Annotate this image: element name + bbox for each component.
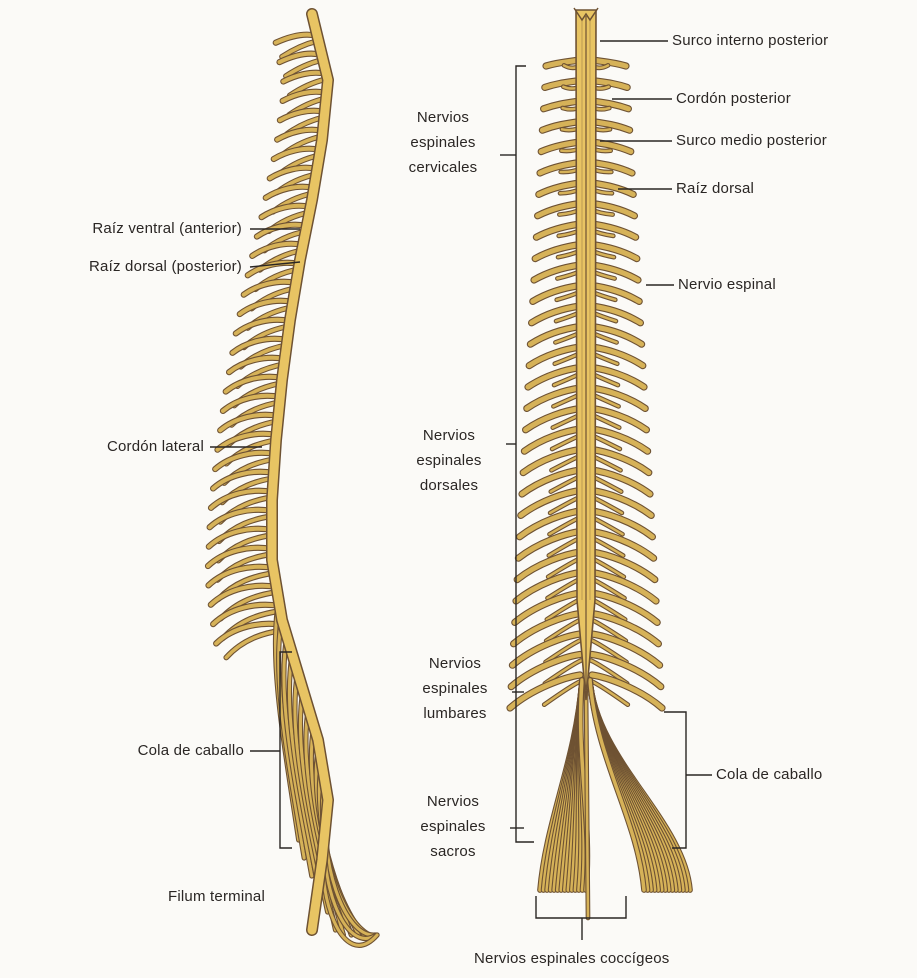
lumbares-line-2: espinales [400,676,510,701]
sacros-line-1: Nervios [398,789,508,814]
label-cordon-lateral: Cordón lateral [30,434,204,459]
label-nervios-sacros: Nervios espinales sacros [398,789,508,864]
label-cola-caballo-posterior: Cola de caballo [716,762,822,787]
label-raiz-ventral: Raíz ventral (anterior) [10,216,242,241]
sacros-line-3: sacros [398,839,508,864]
dorsales-line-3: dorsales [394,473,504,498]
dorsales-line-2: espinales [394,448,504,473]
bracket-coccigeos [536,896,626,918]
label-surco-medio-posterior: Surco medio posterior [676,128,827,153]
lateral-view-spinal-cord [208,14,377,945]
label-nervios-dorsales: Nervios espinales dorsales [394,423,504,498]
cervicales-line-1: Nervios [388,105,498,130]
dorsales-line-1: Nervios [394,423,504,448]
label-nervios-lumbares: Nervios espinales lumbares [400,651,510,726]
label-raiz-dorsal-lateral: Raíz dorsal (posterior) [10,254,242,279]
label-cordon-posterior: Cordón posterior [676,86,791,111]
posterior-view-spinal-cord [510,8,690,918]
lumbares-line-3: lumbares [400,701,510,726]
label-nervio-espinal: Nervio espinal [678,272,776,297]
label-cola-caballo-lateral: Cola de caballo [60,738,244,763]
cervicales-line-2: espinales [388,130,498,155]
label-surco-interno-posterior: Surco interno posterior [672,28,828,53]
sacros-line-2: espinales [398,814,508,839]
label-nervios-cervicales: Nervios espinales cervicales [388,105,498,180]
label-filum-terminal: Filum terminal [168,884,265,909]
cervicales-line-3: cervicales [388,155,498,180]
label-nervios-coccigeos: Nervios espinales coccígeos [474,946,670,971]
lumbares-line-1: Nervios [400,651,510,676]
label-raiz-dorsal-posterior: Raíz dorsal [676,176,754,201]
